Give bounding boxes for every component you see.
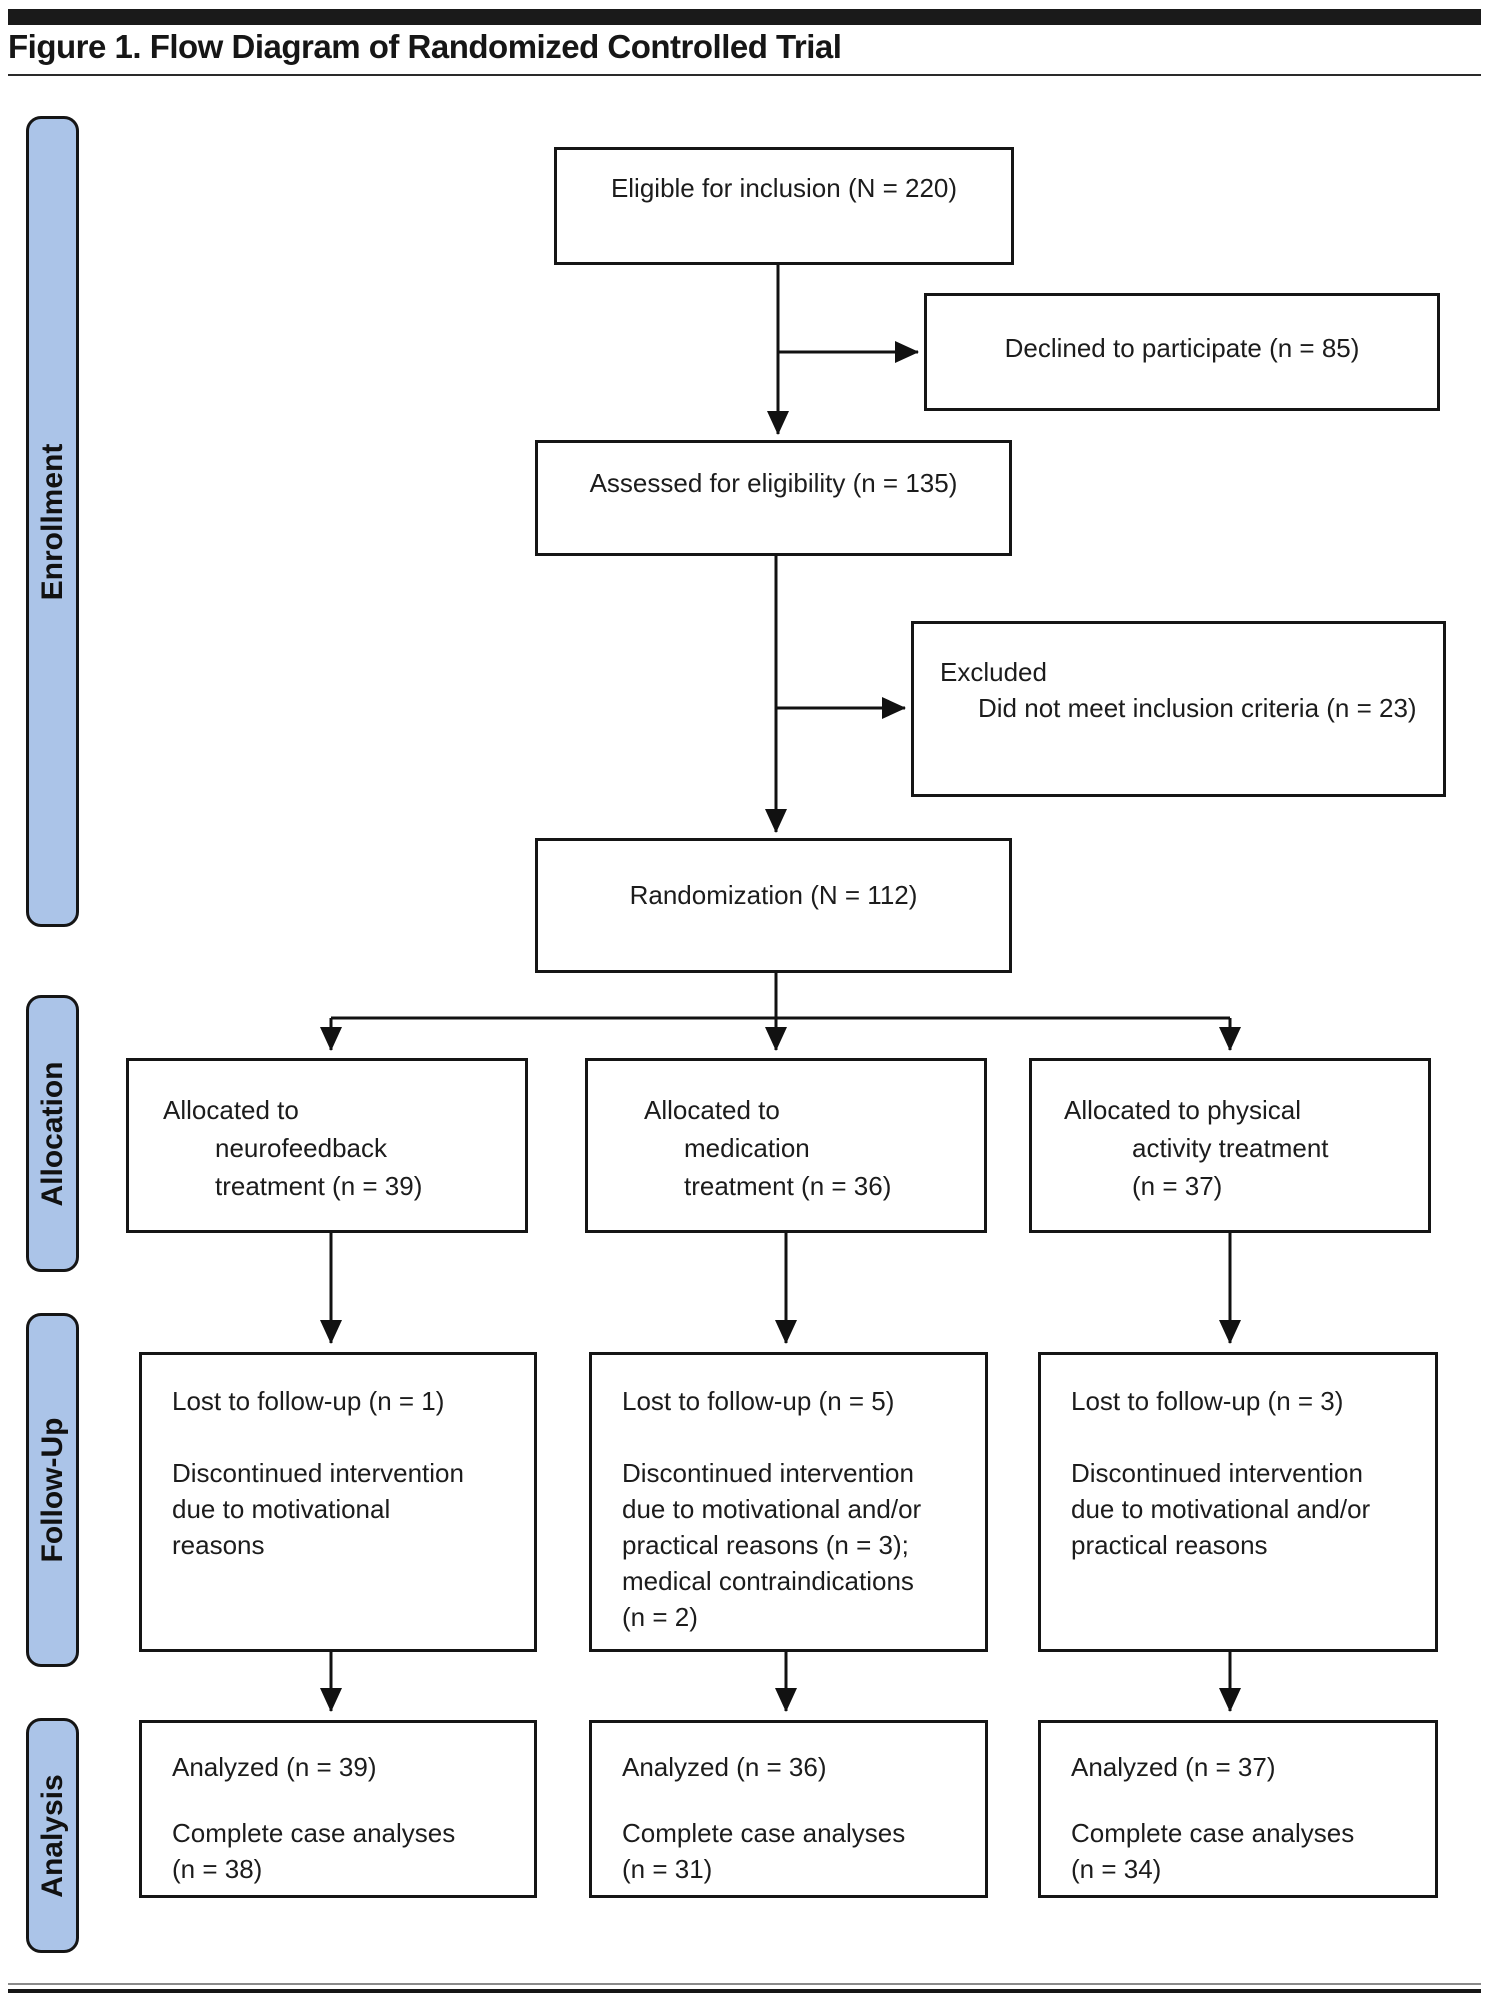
followup-neurofeedback-discontinued: Discontinued intervention due to motivat…	[172, 1458, 464, 1560]
analysis-medication-analyzed: Analyzed (n = 36)	[622, 1752, 827, 1782]
flow-box-excluded: Excluded Did not meet inclusion criteria…	[911, 621, 1446, 797]
alloc-physical-line3: (n = 37)	[1132, 1171, 1223, 1201]
analysis-medication-complete: Complete case analyses (n = 31)	[622, 1818, 906, 1884]
section-label-allocation: Allocation	[26, 995, 79, 1272]
flow-box-followup-neurofeedback: Lost to follow-up (n = 1) Discontinued i…	[139, 1352, 537, 1652]
followup-physical-discontinued: Discontinued intervention due to motivat…	[1071, 1458, 1371, 1560]
flow-box-eligible: Eligible for inclusion (N = 220)	[554, 147, 1014, 265]
alloc-medication-line2: medication	[684, 1133, 810, 1163]
flow-box-analysis-neurofeedback: Analyzed (n = 39) Complete case analyses…	[139, 1720, 537, 1898]
alloc-physical-line2: activity treatment	[1132, 1133, 1329, 1163]
flow-box-randomization: Randomization (N = 112)	[535, 838, 1012, 973]
flow-box-allocated-physical-activity: Allocated to physical activity treatment…	[1029, 1058, 1431, 1233]
flow-box-allocated-neurofeedback: Allocated to neurofeedback treatment (n …	[126, 1058, 528, 1233]
bottom-rule-dark	[8, 1989, 1481, 1993]
bottom-rule-light	[8, 1983, 1481, 1985]
flow-box-followup-medication: Lost to follow-up (n = 5) Discontinued i…	[589, 1352, 988, 1652]
section-label-analysis-text: Analysis	[35, 1773, 69, 1898]
section-label-enrollment: Enrollment	[26, 116, 79, 927]
followup-medication-discontinued: Discontinued intervention due to motivat…	[622, 1458, 922, 1632]
excluded-title: Excluded	[940, 657, 1047, 687]
followup-medication-lost: Lost to follow-up (n = 5)	[622, 1386, 895, 1416]
flow-box-analysis-physical-activity: Analyzed (n = 37) Complete case analyses…	[1038, 1720, 1438, 1898]
top-rule-bar	[8, 9, 1481, 25]
analysis-neurofeedback-complete: Complete case analyses (n = 38)	[172, 1818, 456, 1884]
analysis-physical-analyzed: Analyzed (n = 37)	[1071, 1752, 1276, 1782]
flow-box-analysis-medication: Analyzed (n = 36) Complete case analyses…	[589, 1720, 988, 1898]
alloc-medication-line3: treatment (n = 36)	[684, 1171, 892, 1201]
alloc-neurofeedback-line1: Allocated to	[163, 1095, 299, 1125]
analysis-physical-complete: Complete case analyses (n = 34)	[1071, 1818, 1355, 1884]
flow-box-allocated-medication: Allocated to medication treatment (n = 3…	[585, 1058, 987, 1233]
section-label-follow-up: Follow-Up	[26, 1313, 79, 1667]
flow-box-assessed: Assessed for eligibility (n = 135)	[535, 440, 1012, 556]
section-label-enrollment-text: Enrollment	[35, 443, 69, 600]
flow-box-followup-physical-activity: Lost to follow-up (n = 3) Discontinued i…	[1038, 1352, 1438, 1652]
followup-physical-lost: Lost to follow-up (n = 3)	[1071, 1386, 1344, 1416]
title-rule	[8, 74, 1481, 76]
section-label-follow-up-text: Follow-Up	[35, 1417, 69, 1563]
alloc-neurofeedback-line3: treatment (n = 39)	[215, 1171, 423, 1201]
alloc-physical-line1: Allocated to physical	[1064, 1095, 1302, 1125]
alloc-medication-line1: Allocated to	[644, 1095, 780, 1125]
figure-title: Figure 1. Flow Diagram of Randomized Con…	[8, 28, 842, 65]
section-label-analysis: Analysis	[26, 1718, 79, 1953]
alloc-neurofeedback-line2: neurofeedback	[215, 1133, 388, 1163]
section-label-allocation-text: Allocation	[35, 1060, 69, 1207]
flow-box-declined: Declined to participate (n = 85)	[924, 293, 1440, 411]
followup-neurofeedback-lost: Lost to follow-up (n = 1)	[172, 1386, 445, 1416]
analysis-neurofeedback-analyzed: Analyzed (n = 39)	[172, 1752, 377, 1782]
excluded-reason: Did not meet inclusion criteria (n = 23)	[978, 693, 1417, 723]
